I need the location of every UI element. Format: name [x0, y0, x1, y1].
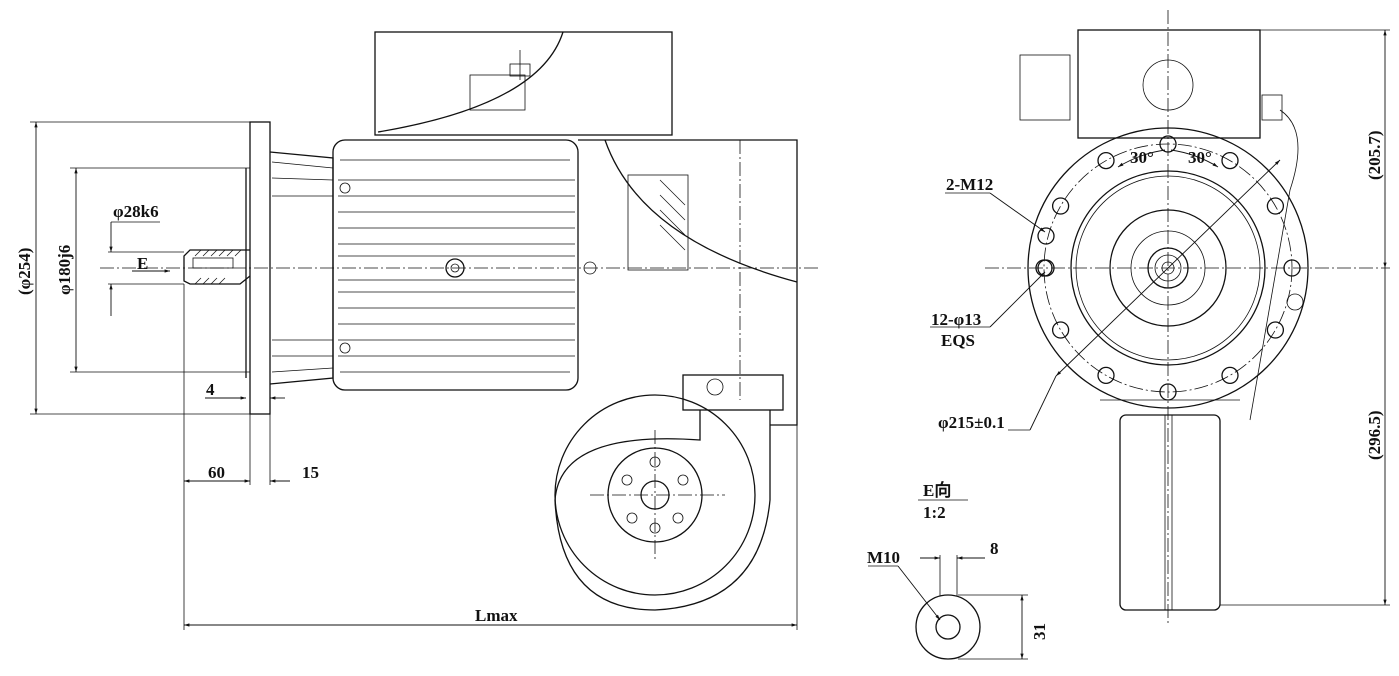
side-dimensions — [30, 121, 798, 630]
blower-fan — [554, 374, 784, 611]
flange-thickness-label: 15 — [302, 463, 319, 482]
detail-view-e: E向 1:2 M10 8 31 — [867, 480, 1049, 660]
tapped-hole — [1037, 227, 1055, 245]
shaft — [183, 249, 251, 285]
detail-title: E向 — [923, 480, 951, 500]
mounting-holes-label: 12-φ13 — [931, 310, 981, 329]
front-blower — [1119, 414, 1221, 611]
motor-body — [332, 139, 579, 391]
overall-length-label: Lmax — [475, 606, 518, 625]
shaft-diameter-label: φ28k6 — [113, 202, 159, 221]
shaft-length-label: 60 — [208, 463, 225, 482]
mounting-holes-note: EQS — [941, 331, 975, 350]
cooling-fins — [338, 159, 575, 373]
tapped-holes-label: 2-M12 — [946, 175, 993, 194]
thread-label: M10 — [867, 548, 900, 567]
tapped-hole — [1037, 259, 1055, 277]
terminal-box — [374, 31, 673, 136]
height-upper-label: (205.7) — [1365, 130, 1384, 180]
mounting-hole — [1051, 321, 1070, 339]
side-view: (φ254) φ180j6 φ28k6 E 4 60 15 Lmax — [15, 31, 820, 630]
mounting-hole — [1283, 259, 1301, 277]
mounting-hole — [1159, 135, 1177, 153]
bolt-circle-label: φ215±0.1 — [938, 413, 1005, 432]
spigot-length-label: 4 — [206, 380, 215, 399]
bolt-circle — [1043, 143, 1293, 393]
detail-scale: 1:2 — [923, 503, 946, 522]
flange-diameter-label: (φ254) — [15, 248, 34, 295]
mounting-hole — [1221, 366, 1239, 385]
mounting-hole — [1266, 321, 1285, 339]
angle-left-label: 30° — [1130, 148, 1154, 167]
front-view: 30° 30° 2-M12 12-φ13 EQS φ215±0.1 (205.7… — [930, 10, 1390, 625]
angle-right-label: 30° — [1188, 148, 1212, 167]
view-arrow-label: E — [137, 254, 148, 273]
key-width-label: 8 — [990, 539, 999, 558]
front-terminal-box — [1077, 29, 1261, 139]
front-flange — [1027, 127, 1309, 409]
shaft-height-label: 31 — [1030, 623, 1049, 640]
mounting-hole — [1051, 197, 1070, 215]
spigot-diameter-label: φ180j6 — [55, 245, 74, 295]
height-lower-label: (296.5) — [1365, 410, 1384, 460]
